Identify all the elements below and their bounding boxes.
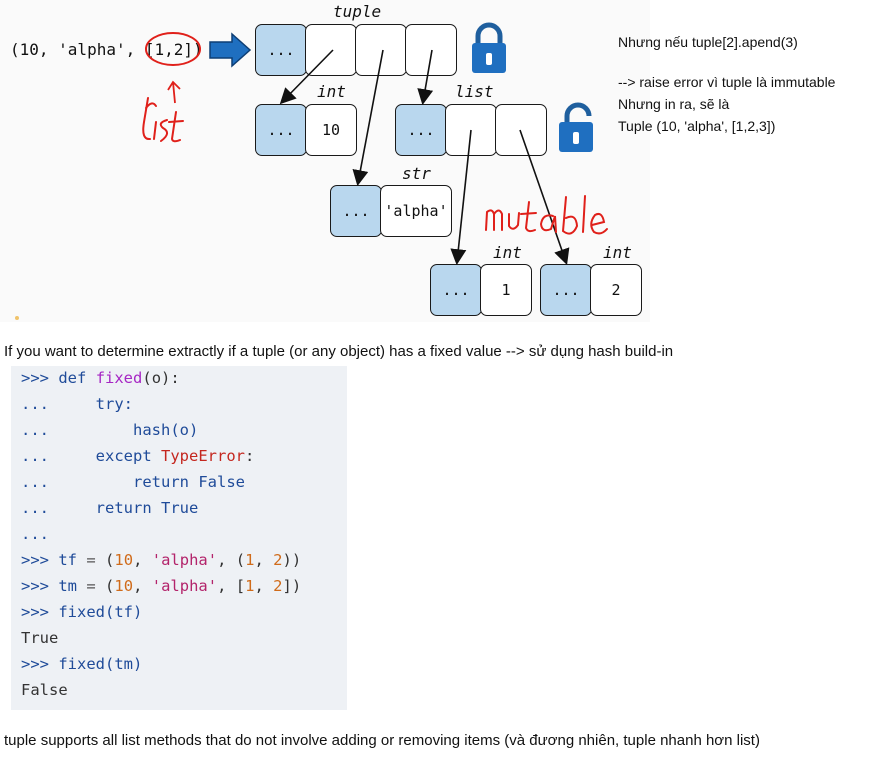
caption-top: If you want to determine extractly if a …	[4, 343, 674, 360]
lock-open-icon	[559, 102, 593, 152]
red-circle-annotation	[145, 32, 201, 66]
tuple-cell-3	[405, 24, 457, 76]
note-line-1: Nhưng nếu tuple[2].apend(3)	[618, 34, 798, 50]
caption-bottom: tuple supports all list methods that do …	[4, 732, 760, 749]
int-2-value: 2	[590, 264, 642, 316]
note-line-3: Nhưng in ra, sẽ là	[618, 96, 730, 112]
code-line-6: ... return True	[21, 499, 199, 517]
code-line-10: >>> fixed(tf)	[21, 603, 143, 621]
code-line-9: >>> tm = (10, 'alpha', [1, 2])	[21, 577, 302, 595]
code-line-7: ...	[21, 525, 49, 543]
label-int-2: int	[603, 243, 632, 262]
str-value: 'alpha'	[380, 185, 452, 237]
code-line-11: True	[21, 629, 59, 647]
note-line-4: Tuple (10, 'alpha', [1,2,3])	[618, 118, 776, 134]
code-line-4: ... except TypeError:	[21, 447, 255, 465]
int-10-value: 10	[305, 104, 357, 156]
label-tuple: tuple	[333, 2, 382, 21]
int-10-ref: ...	[255, 104, 307, 156]
int-1-ref: ...	[430, 264, 482, 316]
code-line-2: ... try:	[21, 395, 133, 413]
code-block: >>> def fixed(o): ... try: ... hash(o) .…	[11, 366, 347, 710]
str-ref: ...	[330, 185, 382, 237]
red-up-arrow-icon	[167, 80, 181, 104]
tuple-cell-0: ...	[255, 24, 307, 76]
handwritten-list-icon	[142, 97, 184, 143]
handwritten-mutable-icon	[485, 195, 608, 235]
code-line-8: >>> tf = (10, 'alpha', (1, 2))	[21, 551, 302, 569]
diagram-overlay	[15, 22, 608, 320]
lock-closed-icon	[472, 22, 506, 73]
code-line-3: ... hash(o)	[21, 421, 199, 439]
tuple-literal: (10, 'alpha', [1,2])	[10, 40, 203, 59]
code-line-1: >>> def fixed(o):	[21, 369, 180, 387]
note-line-2: --> raise error vì tuple là immutable	[618, 74, 836, 90]
label-str: str	[402, 164, 431, 183]
label-int-10: int	[317, 82, 346, 101]
int-1-value: 1	[480, 264, 532, 316]
code-line-13: False	[21, 681, 68, 699]
memory-diagram: (10, 'alpha', [1,2]) tuple ... int ... 1…	[0, 0, 650, 322]
tuple-cell-2	[355, 24, 407, 76]
code-line-12: >>> fixed(tm)	[21, 655, 143, 673]
label-list: list	[455, 82, 494, 101]
code-line-5: ... return False	[21, 473, 246, 491]
label-int-1: int	[493, 243, 522, 262]
list-cell-2	[495, 104, 547, 156]
blue-arrow-icon	[209, 32, 252, 68]
